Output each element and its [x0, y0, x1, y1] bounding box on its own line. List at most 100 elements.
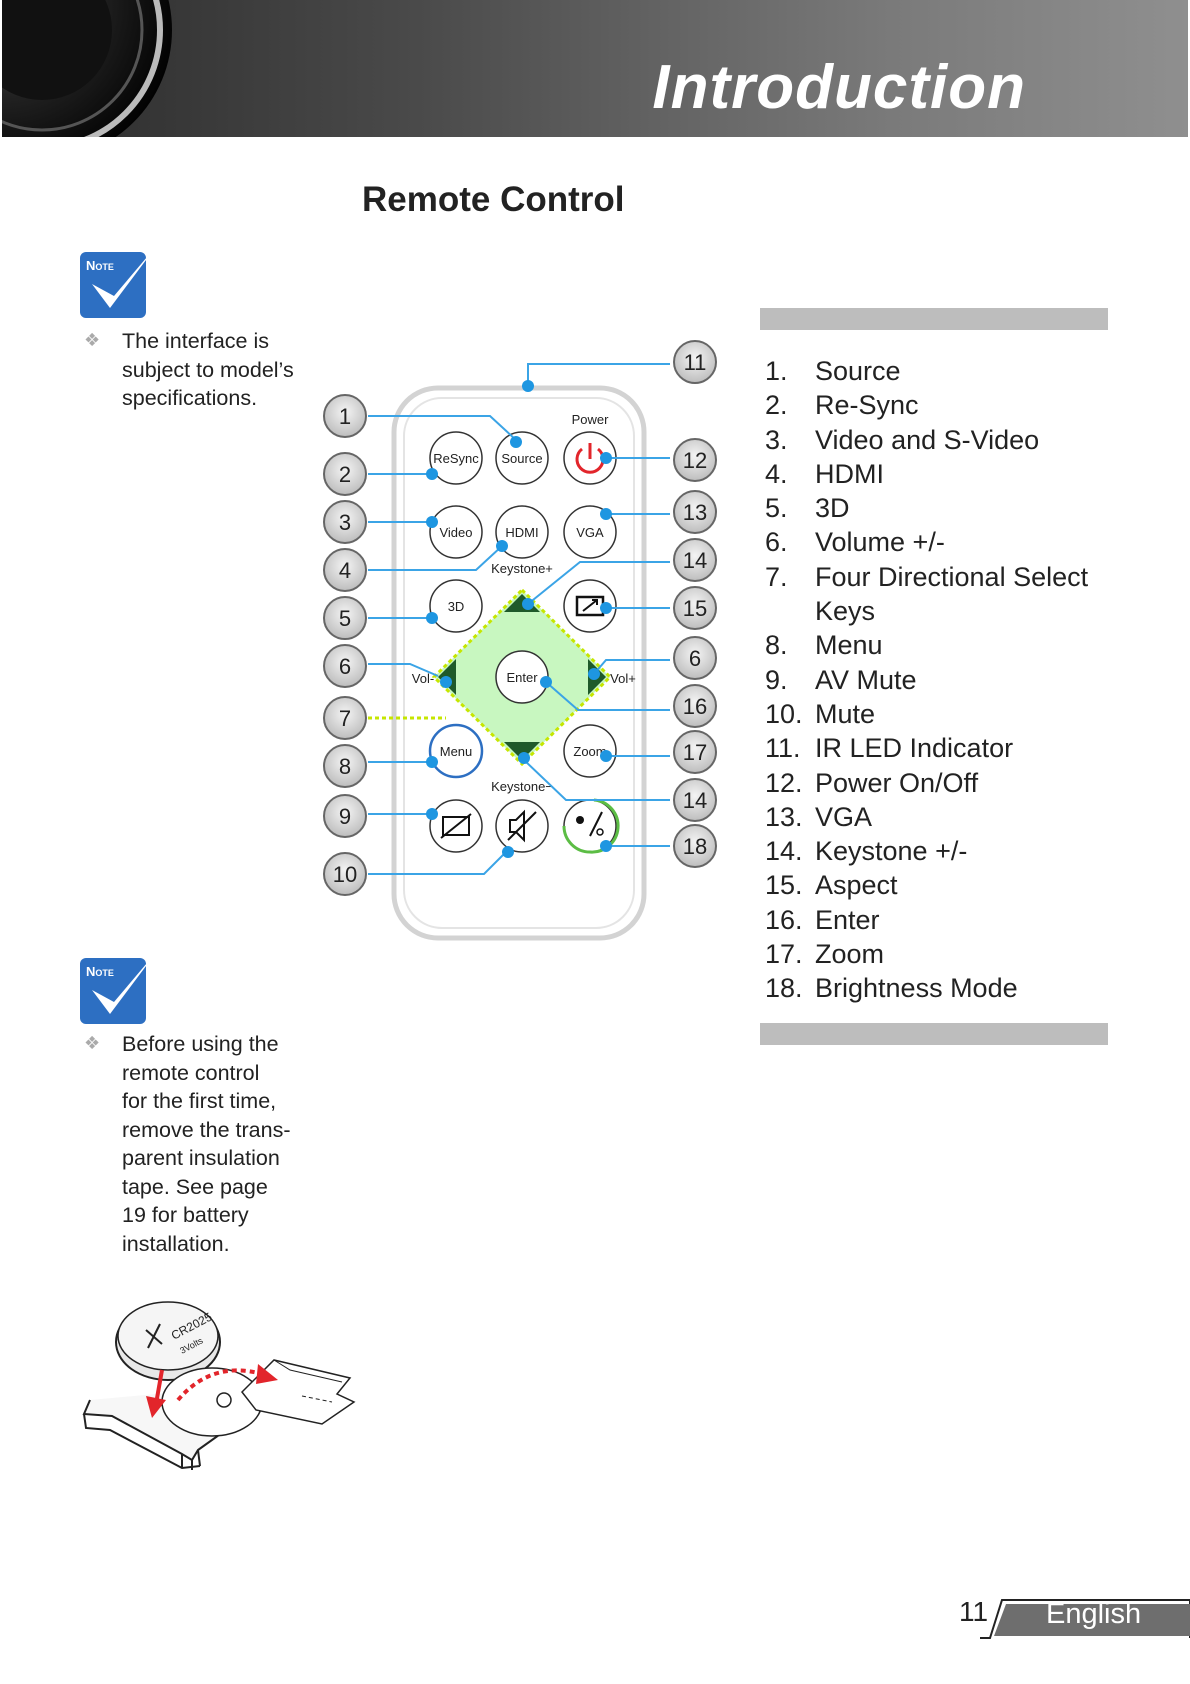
menu-label: Menu: [440, 744, 473, 759]
callout-2: 2: [323, 452, 367, 496]
svg-text:10: 10: [333, 862, 357, 887]
callout-16: 16: [673, 684, 717, 728]
source-button[interactable]: [495, 431, 549, 485]
vga-label: VGA: [576, 525, 604, 540]
zoom-button[interactable]: [563, 724, 617, 778]
callout-10: 10: [323, 852, 367, 896]
page-header: Introduction: [2, 0, 1188, 137]
battery-illustration: CR2025 3Volts: [82, 1301, 356, 1470]
callout-6-right: 6: [673, 636, 717, 680]
hdmi-label: HDMI: [505, 525, 538, 540]
note-label: Note: [86, 964, 114, 979]
keystone-minus-label: Keystone−: [491, 779, 553, 794]
note-bullet-icon: ❖: [84, 330, 101, 350]
svg-text:17: 17: [683, 740, 707, 765]
note-line: Before using the: [122, 1032, 279, 1056]
svg-text:4: 4: [339, 558, 351, 583]
svg-text:15: 15: [683, 596, 707, 621]
list-item: 4.HDMI: [765, 458, 884, 489]
3d-label: 3D: [448, 599, 465, 614]
language-label: English: [1046, 1598, 1142, 1630]
list-item: 6.Volume +/-: [765, 527, 945, 558]
svg-text:6: 6: [339, 654, 351, 679]
svg-text:9: 9: [339, 804, 351, 829]
callout-11: 11: [673, 340, 717, 384]
svg-text:1: 1: [339, 404, 351, 429]
svg-text:16: 16: [683, 694, 707, 719]
note-icon: Note: [80, 244, 158, 318]
callout-8: 8: [323, 744, 367, 788]
mute-icon: [509, 809, 525, 843]
svg-text:14: 14: [683, 548, 707, 573]
svg-text:6: 6: [689, 646, 701, 671]
resync-label: ReSync: [433, 451, 479, 466]
menu-button[interactable]: [428, 723, 484, 779]
remote-diagram: Power ReSync Source Video HDMI VGA Keyst…: [323, 340, 717, 941]
note-line: remove the trans-: [122, 1117, 291, 1142]
list-item: 2.Re-Sync: [765, 390, 919, 421]
callout-6: 6: [323, 644, 367, 688]
note-label: Note: [86, 258, 114, 273]
video-button[interactable]: [429, 505, 483, 559]
svg-text:8: 8: [339, 754, 351, 779]
note-line: specifications.: [122, 386, 258, 410]
callout-14: 14: [673, 538, 717, 582]
note-line: subject to model’s: [122, 357, 294, 382]
av-mute-icon: [442, 816, 470, 836]
note-line: for the first time,: [122, 1089, 277, 1113]
note-line: parent insulation: [122, 1146, 280, 1170]
svg-text:11: 11: [684, 350, 707, 375]
callout-15: 15: [673, 586, 717, 630]
enter-label: Enter: [506, 670, 538, 685]
list-top-bar: [760, 308, 1108, 330]
list-item: 15.Aspect: [765, 870, 898, 901]
svg-text:13: 13: [683, 500, 707, 525]
vol-plus-label: Vol+: [610, 671, 636, 686]
note-line: tape. See page: [122, 1174, 268, 1199]
callout-5: 5: [323, 596, 367, 640]
header-title: Introduction: [652, 53, 1026, 122]
note-line: 19 for battery: [122, 1203, 249, 1227]
callout-1: 1: [323, 394, 367, 438]
callout-12: 12: [673, 438, 717, 482]
note-bullet-icon: ❖: [84, 1033, 101, 1053]
callout-13: 13: [673, 490, 717, 534]
svg-text:5: 5: [339, 606, 351, 631]
callout-14-lower: 14: [673, 778, 717, 822]
svg-text:12: 12: [683, 448, 707, 473]
list-item: 18.Brightness Mode: [765, 973, 1018, 1004]
svg-text:3: 3: [339, 510, 351, 535]
list-bottom-bar: [760, 1023, 1108, 1045]
callout-17: 17: [673, 730, 717, 774]
language-tab: [980, 1599, 1190, 1639]
callout-4: 4: [323, 548, 367, 592]
resync-button[interactable]: [429, 431, 483, 485]
callout-18: 18: [673, 824, 717, 868]
video-label: Video: [439, 525, 472, 540]
source-label: Source: [501, 451, 542, 466]
list-item: 1.Source: [765, 356, 901, 386]
svg-text:14: 14: [683, 788, 707, 813]
list-item: 3.Video and S-Video: [765, 424, 1040, 455]
key-list: 1.Source 2.Re-Sync 3.Video and S-Video 4…: [765, 354, 1105, 1006]
keystone-minus-arrow[interactable]: [504, 742, 540, 760]
3d-button[interactable]: [429, 579, 483, 633]
note-icon: Note: [80, 950, 158, 1024]
callout-9: 9: [323, 794, 367, 838]
list-item: 16.Enter: [765, 904, 880, 935]
svg-text:7: 7: [339, 706, 351, 731]
list-item: 13.VGA: [765, 801, 873, 832]
note-line: installation.: [122, 1231, 230, 1256]
list-item: 17.Zoom: [765, 939, 885, 970]
list-item: 10.Mute: [765, 698, 876, 729]
page-number: 11: [959, 1596, 989, 1627]
zoom-label: Zoom: [573, 744, 606, 759]
brightness-icon: [576, 816, 584, 824]
note-line: The interface is: [122, 329, 269, 353]
callout-3: 3: [323, 500, 367, 544]
list-item: 11.IR LED Indicator: [765, 733, 1014, 764]
hdmi-button[interactable]: [495, 505, 549, 559]
svg-text:18: 18: [683, 834, 707, 859]
list-item: 7.Four Directional Select Keys: [765, 561, 1089, 627]
keystone-plus-label: Keystone+: [491, 561, 553, 576]
